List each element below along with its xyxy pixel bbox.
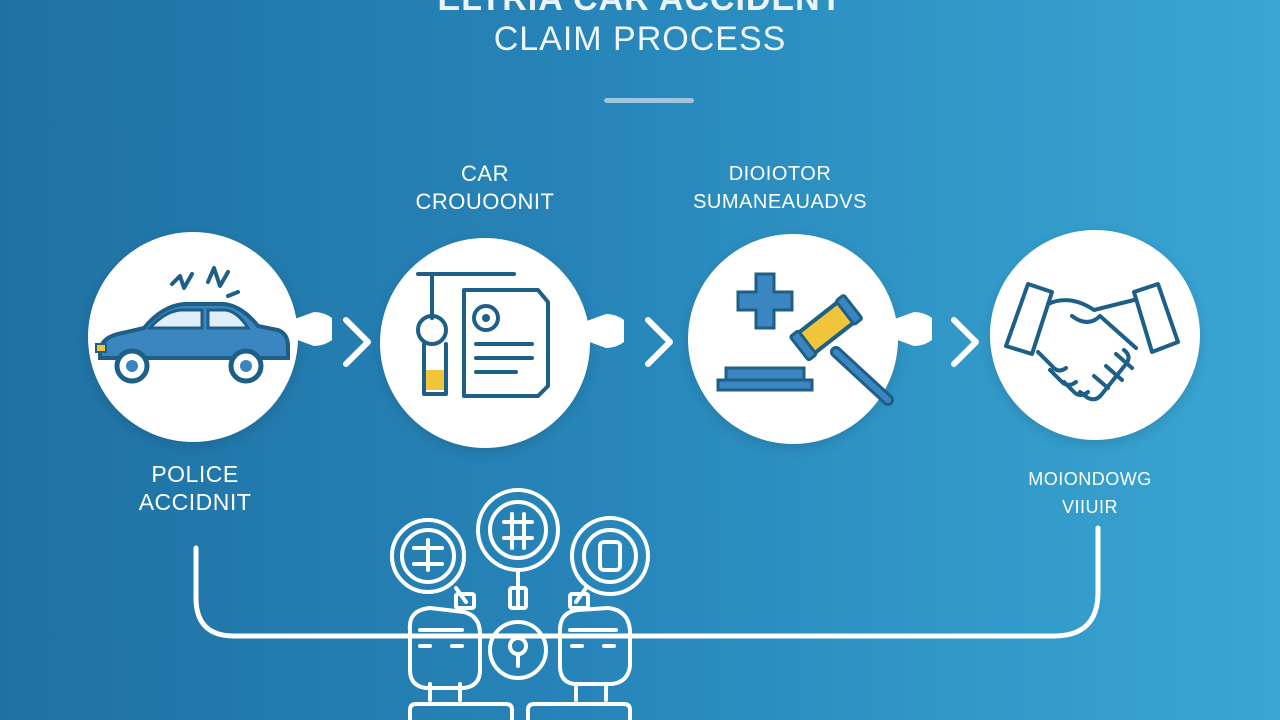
step-2-label-line-1: CAR [461,161,509,186]
step-3-label-line-2: SUMANEAUADVS [693,191,867,213]
step-2-label-line-2: CROUOONIT [415,189,555,214]
step-3-label-line-1: DIOIOTOR [728,163,832,185]
step-1-label-line-1: POLICE [151,461,239,487]
step-1-circle [88,232,298,442]
bottom-bracket-line [193,525,1101,639]
step-1-label-line-2: ACCIDNIT [138,489,252,515]
network-hub-icon [390,488,650,720]
pointer-tab-3 [892,312,932,346]
chevron-right-icon [951,317,979,367]
step-3-label: DIOIOTOR SUMANEAUADVS [660,160,900,216]
pointer-tab-1 [292,312,332,346]
step-4-label-line-1: MOIONDOWG [1028,469,1152,489]
pointer-tab-2 [584,314,624,348]
title-divider [604,98,694,103]
step-2-label: CAR CROUOONIT [380,160,590,216]
document-report-icon [416,272,550,398]
diagram-title-line-2: CLAIM PROCESS [493,20,787,58]
step-4-label: MOIONDOWG VIIUIR [985,465,1195,521]
step-4-circle [990,230,1200,440]
medical-gavel-icon [716,272,894,406]
handshake-icon [1004,282,1180,402]
chevron-right-icon [645,317,673,367]
step-3-circle [688,234,898,444]
chevron-right-icon [343,317,371,367]
step-2-circle [380,238,590,448]
diagram-title-line-1: ELTRIA CAR ACCIDENT [0,0,1280,19]
step-4-label-line-2: VIIUIR [1061,497,1118,517]
car-crash-icon [95,266,290,384]
